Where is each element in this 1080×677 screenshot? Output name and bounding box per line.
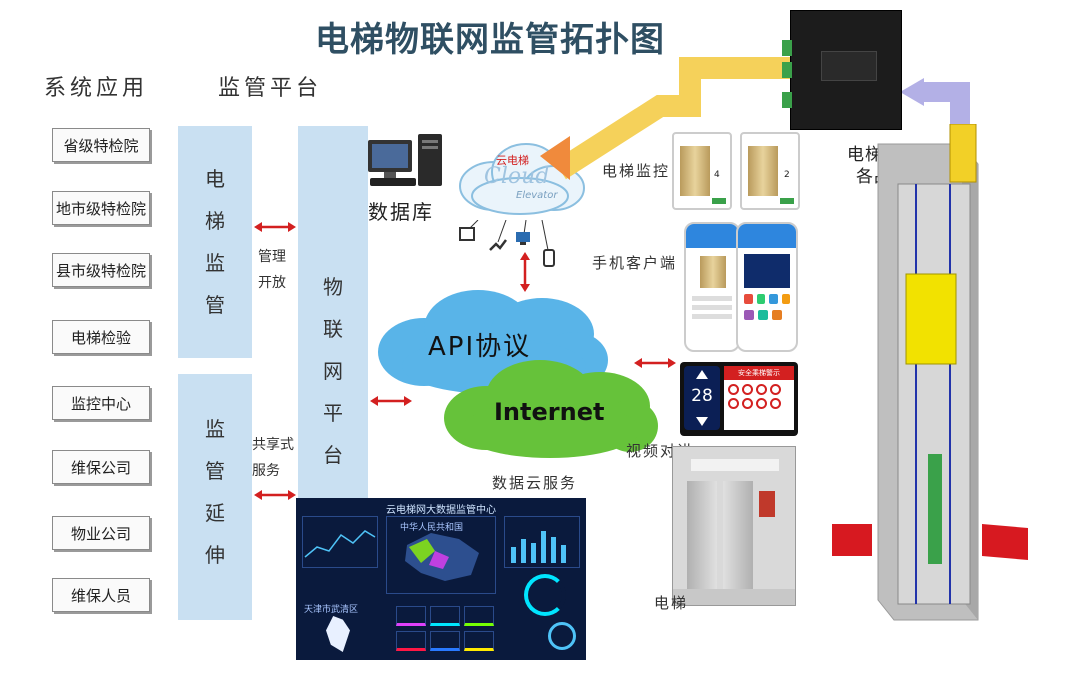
safety-banner: 安全乘梯警示 (724, 366, 794, 380)
status-badge (780, 198, 794, 204)
device-label-plate (821, 51, 877, 81)
arrow-cloud-vertical (520, 252, 530, 292)
device-connector (782, 92, 792, 108)
sharing-label-line: 服务 (252, 463, 280, 479)
supervision-char: 监 (205, 251, 225, 275)
supervision-block: 电 梯 监 管 (178, 126, 252, 358)
api-label: API协议 (428, 332, 532, 362)
iot-platform-block: 物 联 网 平 台 (298, 126, 368, 498)
dashboard-small-gauge (548, 622, 576, 650)
extension-char: 伸 (205, 543, 225, 567)
system-item-county[interactable]: 县市级特检院 (52, 253, 150, 287)
safety-notice-panel: 安全乘梯警示 (724, 366, 794, 430)
supervision-char: 梯 (205, 209, 225, 233)
data-pipe (540, 57, 970, 180)
elevator-door-image (680, 146, 710, 196)
mobile-client-label: 手机客户端 (592, 254, 678, 272)
arrow-cloud-terminal (634, 358, 676, 368)
system-item-maintenance-staff[interactable]: 维保人员 (52, 578, 150, 612)
arrow-platform-cloud (370, 396, 412, 406)
cloud-elevator-icon (459, 143, 585, 215)
sharing-label-line: 共享式 (252, 437, 294, 453)
phone-header (738, 224, 796, 248)
dashboard-title: 云电梯网大数据监管中心 (386, 505, 496, 516)
dashboard-map (386, 516, 496, 594)
extension-char: 延 (205, 501, 225, 525)
down-arrow-icon (696, 417, 708, 426)
system-item-monitor-center[interactable]: 监控中心 (52, 386, 150, 420)
supervision-char: 电 (205, 167, 225, 191)
ad-panel (759, 491, 775, 517)
dashboard-bar-chart (504, 516, 580, 568)
elevator-shaft-illustration (832, 124, 1028, 621)
monitor-card-1: 4 (672, 132, 732, 210)
phone-banner (744, 254, 790, 288)
iot-platform-char: 台 (323, 443, 343, 467)
device-connector (782, 62, 792, 78)
cloud-service-label: 数据云服务 (492, 474, 578, 492)
floor-display: 28 (684, 366, 720, 430)
dashboard-stat-tiles (392, 602, 498, 656)
dashboard-gauge (524, 574, 566, 616)
elevator-door-image (700, 256, 726, 288)
iot-platform-char: 物 (323, 275, 343, 299)
mobile-phone-1 (684, 222, 740, 352)
elevator-label: 电梯 (654, 594, 689, 612)
floor-number: 4 (714, 170, 720, 180)
cloud-brand-label: 云电梯 (496, 154, 529, 167)
system-item-property-company[interactable]: 物业公司 (52, 516, 150, 550)
region-label: 天津市武清区 (304, 605, 359, 615)
platform-column-heading: 监管平台 (218, 76, 323, 101)
cloud-sub-label: Elevator (516, 190, 558, 201)
arrow-management (254, 222, 296, 232)
extension-char: 监 (205, 417, 225, 441)
system-column-heading: 系统应用 (44, 76, 149, 101)
mobile-phone-2 (736, 222, 798, 352)
region-map-shape (326, 616, 350, 652)
status-badge (712, 198, 726, 204)
data-transmission-device (790, 10, 902, 130)
arrow-sharing (254, 490, 296, 500)
elevator-car (672, 446, 796, 606)
management-label-line: 管理 (258, 249, 286, 265)
management-label-line: 开放 (258, 275, 286, 291)
elevator-door-image (748, 146, 778, 196)
system-item-prefecture[interactable]: 地市级特检院 (52, 191, 150, 225)
extension-block: 监 管 延 伸 (178, 374, 252, 620)
current-floor: 28 (691, 386, 713, 406)
map-label: 中华人民共和国 (400, 523, 464, 533)
dashboard-line-chart (302, 516, 378, 568)
database-label: 数据库 (368, 200, 434, 224)
iot-platform-char: 联 (323, 317, 343, 341)
database-computer-icon (368, 134, 442, 186)
in-car-screen: 28 安全乘梯警示 (680, 362, 798, 436)
floor-number: 2 (784, 170, 790, 180)
cloud-text: Cloud (484, 164, 550, 189)
phone-header (686, 224, 738, 248)
internet-cloud-shape (444, 360, 658, 458)
internet-label: Internet (494, 398, 605, 426)
extension-char: 管 (205, 459, 225, 483)
monitor-card-2: 2 (740, 132, 800, 210)
device-connector (782, 40, 792, 56)
up-arrow-icon (696, 370, 708, 379)
network-devices-icons (459, 220, 555, 267)
system-item-inspection[interactable]: 电梯检验 (52, 320, 150, 354)
ceiling-light (691, 459, 779, 471)
page-title: 电梯物联网监管拓扑图 (315, 20, 665, 60)
big-data-dashboard: 云电梯网大数据监管中心 中华人民共和国 天津市武清区 (296, 498, 586, 660)
supervision-char: 管 (205, 293, 225, 317)
elevator-monitor-label: 电梯监控 (602, 162, 671, 180)
system-item-maintenance-company[interactable]: 维保公司 (52, 450, 150, 484)
iot-platform-char: 平 (323, 401, 343, 425)
iot-platform-char: 网 (323, 359, 343, 383)
management-label: 管理 开放 (258, 244, 286, 296)
sharing-label: 共享式 服务 (252, 432, 294, 484)
system-item-provincial[interactable]: 省级特检院 (52, 128, 150, 162)
